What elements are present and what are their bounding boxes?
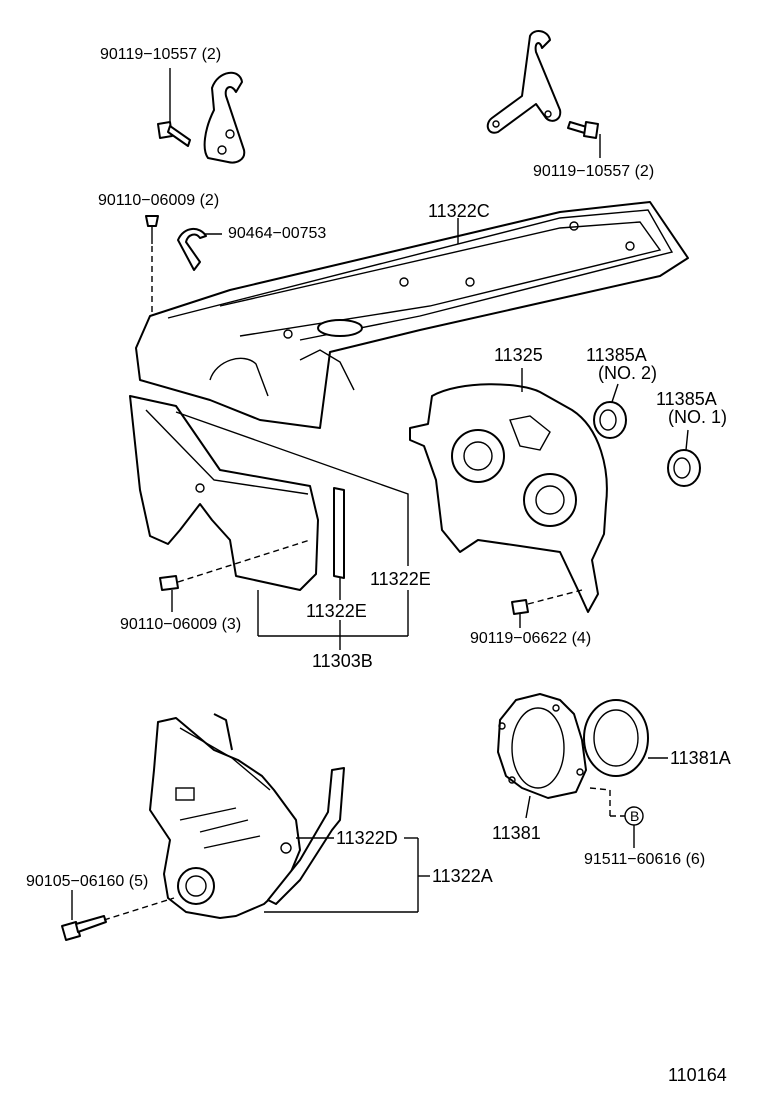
label-bolt-bracket-left: 90119−10557 (2)	[100, 46, 222, 63]
label-11381a: 11381A	[670, 748, 731, 768]
upper-cover	[135, 201, 689, 429]
dash-b-1	[589, 787, 611, 791]
label-11325: 11325	[494, 345, 543, 365]
dash-bolt-lower-left	[103, 897, 175, 921]
figure-number: 110164	[668, 1065, 727, 1085]
leader-seal-no2	[611, 383, 619, 403]
label-11385a-no2-part: 11385A	[586, 345, 647, 365]
label-callout-b: B	[630, 808, 640, 824]
bracket-left	[203, 72, 246, 164]
bolt-left-top	[157, 121, 191, 147]
label-clip: 90464−00753	[228, 225, 327, 242]
bracket-lines-11322a	[264, 837, 430, 913]
label-bolt-mid-right: 90119−06622 (4)	[470, 630, 592, 647]
oil-seal	[583, 699, 649, 777]
middle-cover	[129, 395, 345, 591]
label-11303b: 11303B	[312, 651, 373, 671]
label-11322e-right: 11322E	[370, 569, 431, 589]
label-bolt-mid-left: 90110−06009 (3)	[120, 616, 242, 633]
label-11322d: 11322D	[336, 828, 398, 848]
seal-no1	[667, 449, 701, 487]
label-11381: 11381	[492, 823, 541, 843]
label-11322e-mid: 11322E	[306, 601, 367, 621]
bolt-mid-left	[159, 575, 179, 591]
seal-no2	[593, 401, 627, 439]
bolt-mid-right	[511, 599, 529, 615]
clip	[177, 228, 207, 271]
label-bolt-top-cover: 90110−06009 (2)	[98, 192, 220, 209]
label-bolt-lower-left: 90105−06160 (5)	[26, 873, 149, 890]
label-11385a-no1-part: 11385A	[656, 389, 717, 409]
dash-bolt-mid-right	[527, 589, 583, 605]
label-bolt-bracket-right: 90119−10557 (2)	[533, 163, 655, 180]
bolt-small-top	[145, 215, 159, 244]
bracket-lines-11303b	[175, 411, 409, 650]
rear-plate	[409, 383, 608, 613]
label-11385a-no1-note: (NO. 1)	[668, 407, 728, 427]
bracket-right	[486, 30, 562, 134]
label-bolt-b: 91511−60616 (6)	[584, 851, 706, 868]
dash-bolt-mid-left	[177, 539, 311, 583]
label-11322c: 11322C	[428, 201, 490, 221]
bolt-right-top	[567, 121, 599, 139]
leader-11381	[525, 795, 531, 819]
leader-seal-no1	[685, 429, 689, 451]
label-11385a-no2-note: (NO. 2)	[598, 363, 658, 383]
retainer	[497, 693, 587, 799]
label-11322a: 11322A	[432, 866, 493, 886]
bolt-lower-left	[61, 915, 107, 941]
lower-cover	[149, 713, 345, 919]
